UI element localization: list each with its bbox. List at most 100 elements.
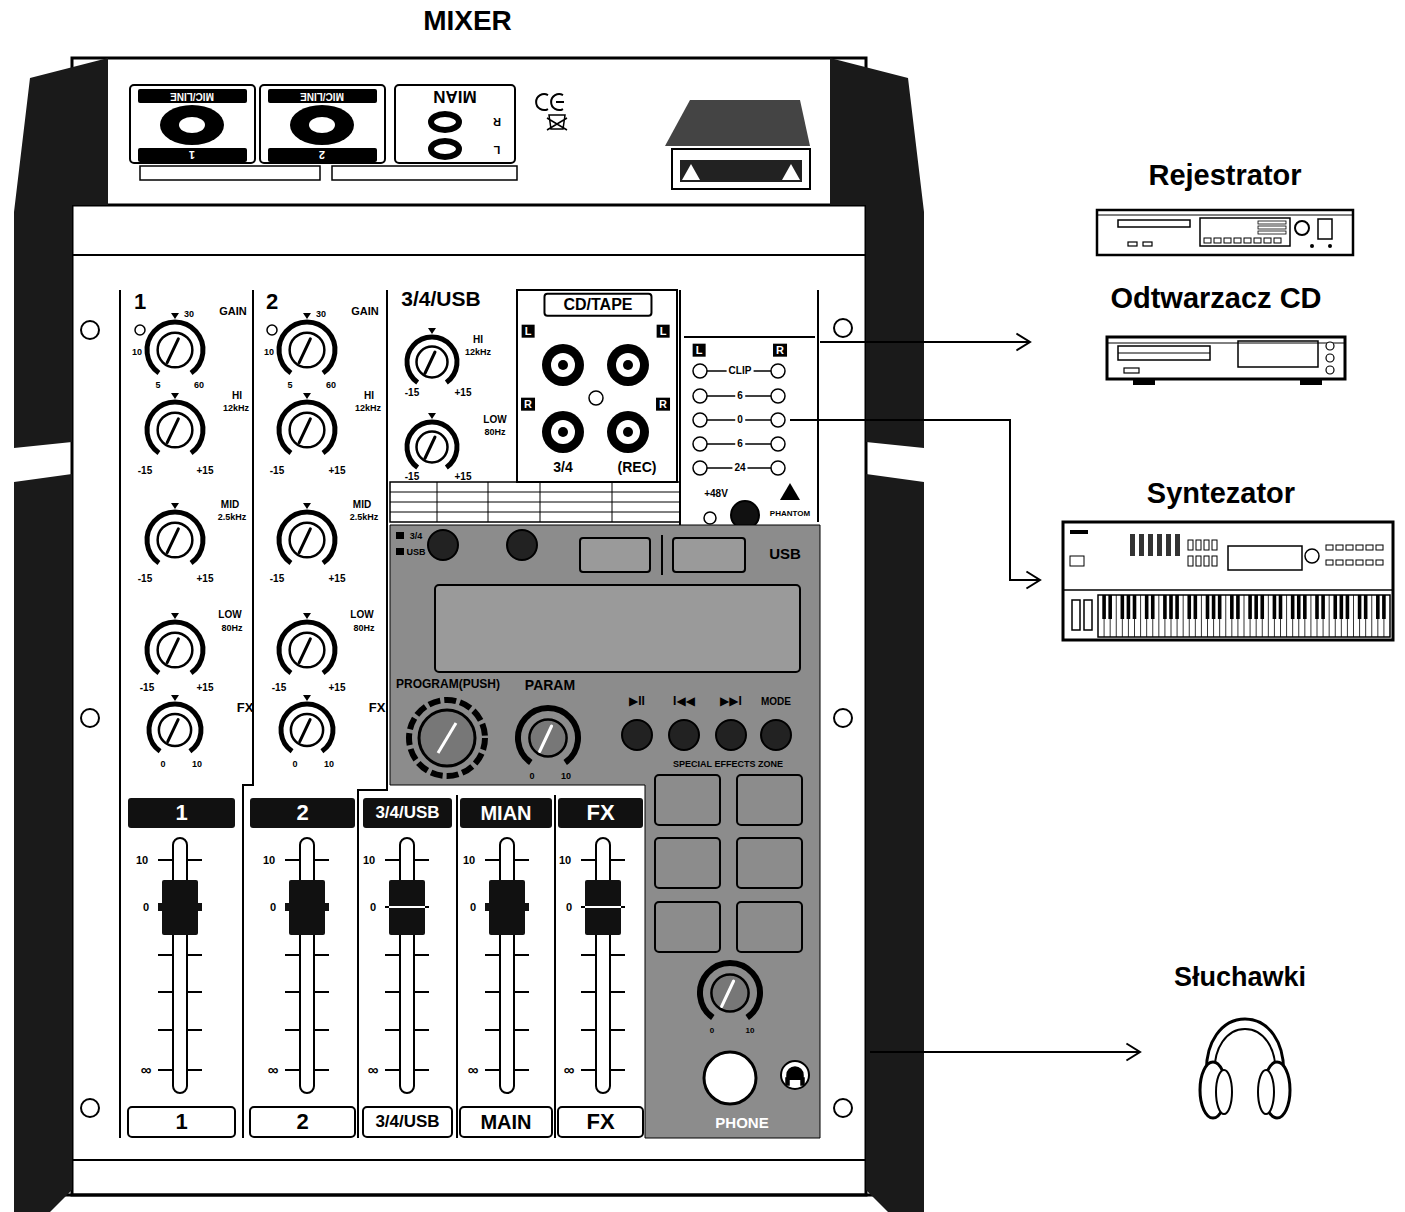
synth-key xyxy=(1376,595,1380,619)
push-button xyxy=(428,530,458,560)
panel-label: USB xyxy=(406,547,425,557)
synth-key xyxy=(1321,595,1325,619)
synth-drawing xyxy=(1070,530,1088,534)
panel-label: 1 xyxy=(134,289,146,314)
panel-divider xyxy=(661,535,663,575)
panel-label: 30 xyxy=(184,309,194,319)
recorder-drawing xyxy=(1143,242,1152,246)
panel-label: 10 xyxy=(746,1026,755,1035)
synth-key xyxy=(1291,595,1295,619)
panel-label: 10 xyxy=(324,759,334,769)
caution-plate xyxy=(672,149,810,189)
synth-key xyxy=(1260,595,1264,619)
cd-player-drawing xyxy=(1326,354,1334,362)
knob-marker xyxy=(428,413,436,419)
knob-cap xyxy=(711,974,748,1011)
panel-label: 2 xyxy=(296,800,308,825)
synth-key xyxy=(1236,595,1240,619)
panel-label: 0 xyxy=(710,1026,714,1035)
panel-label: FX xyxy=(586,1109,614,1134)
panel-label: 10 xyxy=(136,854,148,867)
encoder-ring xyxy=(409,700,485,776)
knob-pointer xyxy=(299,529,310,553)
synth-key xyxy=(1244,595,1245,637)
cd-player-drawing xyxy=(1133,379,1155,385)
knob-pointer xyxy=(300,720,310,742)
panel-label: 0 xyxy=(270,901,276,914)
synth-key xyxy=(1212,595,1216,619)
synth-key xyxy=(1371,595,1372,637)
signal-arrow xyxy=(925,1044,1140,1061)
synth-key xyxy=(1329,595,1330,637)
synth-key xyxy=(1297,595,1301,619)
panel-label: PHANTOM xyxy=(770,509,810,518)
panel-label: 6 xyxy=(735,390,745,402)
jack-socket xyxy=(551,420,575,444)
main-out-jack xyxy=(431,141,459,157)
synth-drawing xyxy=(1148,534,1153,556)
panel-label: GAIN xyxy=(219,305,247,318)
synth-key xyxy=(1194,595,1198,619)
knob-marker xyxy=(171,503,179,509)
panel-label: +15 xyxy=(455,471,472,483)
knob-marker xyxy=(171,613,179,619)
panel-label: LOW xyxy=(350,609,373,621)
screw xyxy=(81,709,99,727)
synth-key xyxy=(1151,595,1155,619)
knob-pointer xyxy=(540,726,552,752)
knob-ring xyxy=(147,322,203,373)
knob-marker xyxy=(428,328,436,334)
recorder-drawing xyxy=(1118,220,1190,227)
panel-label: 3/4/USB xyxy=(401,287,480,311)
meter-led xyxy=(771,437,785,451)
synth-drawing xyxy=(1063,522,1393,640)
synth-key xyxy=(1218,595,1222,619)
panel-label: 0 xyxy=(529,771,534,781)
jack-socket xyxy=(616,353,640,377)
panel-label: 10 xyxy=(559,854,571,867)
synth-drawing xyxy=(1188,540,1193,550)
effects-table xyxy=(390,482,680,522)
panel-label: 0 xyxy=(566,901,572,914)
jack-socket xyxy=(542,411,584,453)
signal-wire xyxy=(820,341,925,343)
knob-ring xyxy=(279,322,335,373)
cd-player-drawing xyxy=(1124,368,1139,373)
panel-label: HI xyxy=(473,334,483,346)
panel-label: MIC/LINE xyxy=(170,90,214,102)
lcd-display xyxy=(435,585,800,672)
jack-socket xyxy=(551,353,575,377)
signal-wire xyxy=(870,1051,925,1053)
panel-label: LOW xyxy=(218,609,241,621)
switch-indicator xyxy=(396,532,404,539)
panel-label: MID xyxy=(221,499,239,511)
panel-label: R xyxy=(493,116,501,129)
synth-key xyxy=(1133,595,1137,619)
synth-drawing xyxy=(1130,534,1135,556)
recorder-drawing xyxy=(1328,244,1332,248)
panel-label: +15 xyxy=(329,465,346,477)
side-panel xyxy=(14,474,72,1212)
cd-player-drawing xyxy=(1238,341,1318,367)
recorder-drawing xyxy=(1097,210,1353,255)
xlr-combo-jack xyxy=(309,117,335,133)
panel-label: +15 xyxy=(197,465,214,477)
synth-drawing xyxy=(1070,556,1084,566)
synth-drawing xyxy=(1212,556,1217,566)
knob-cap xyxy=(529,719,566,756)
recorder-drawing xyxy=(1244,238,1251,243)
panel-label: 5 xyxy=(287,380,292,390)
knob-cap xyxy=(290,523,325,558)
cd-player-drawing xyxy=(1118,346,1210,360)
meter-led xyxy=(771,364,785,378)
panel-label: 2.5kHz xyxy=(218,512,247,522)
signal-wire xyxy=(790,419,925,421)
phone-jack xyxy=(704,1052,756,1104)
effect-pad xyxy=(655,838,720,888)
panel-label: -15 xyxy=(138,465,152,477)
side-panel xyxy=(14,58,108,448)
panel-label: ▶II xyxy=(629,695,645,709)
panel-label: PARAM xyxy=(525,677,575,693)
recorder-drawing xyxy=(1274,238,1281,243)
synth-drawing xyxy=(1212,540,1217,550)
